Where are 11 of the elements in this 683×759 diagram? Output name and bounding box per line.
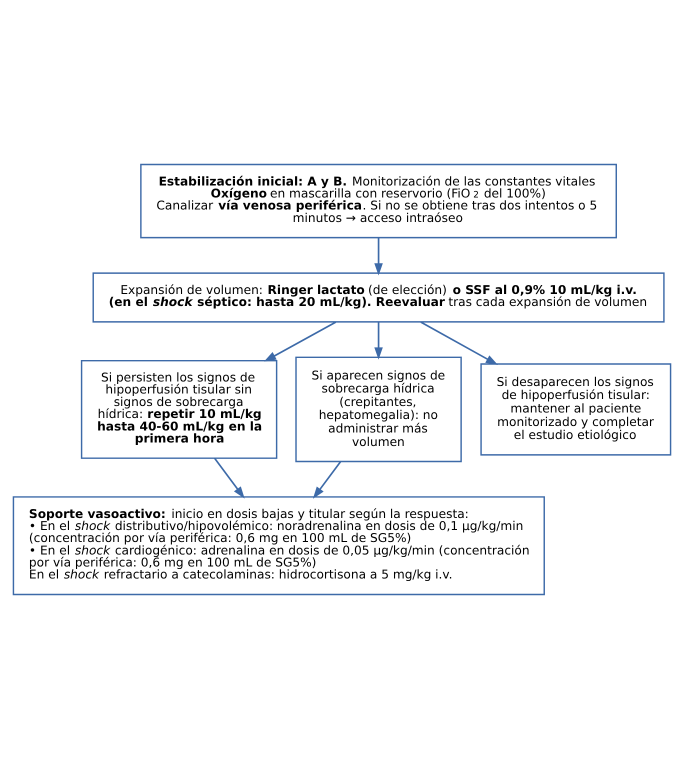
- node-box: Soporte vasoactivo: inicio en dosis bajas y titular según la respuesta: • En el shock distributivo/hipovolémico: noradrenalina en dosis de 0,1 µg/kg/min (concentración por vía periférica: 0,6 mg en 100 mL de SG5%) • En el shock cardiogénico: adrenalina en dosis de 0,05 µg/kg/min (concentración por vía periférica: 0,6 mg en 100 mL de SG5%) En el shock refractario a catecolaminas: hidrocortisona a 5 mg/kg i.v.: [12, 496, 544, 596]
- node-box: Si aparecen signos de sobrecarga hídrica (crepitantes, hepatomegalia): no administrar más volumen: [294, 356, 462, 462]
- arrow: [374, 238, 382, 276]
- arrow: [374, 322, 382, 360]
- node-box: Si desaparecen los signos de hipoperfusión tisular: mantener al paciente monitorizado y completar el estudio etiológico: [480, 363, 671, 456]
- arrow: [263, 321, 336, 362]
- node-box: Si persisten los signos de hipoperfusión tisular sin signos de sobrecarga hídrica: repetir 10 mL/kg hasta 40-60 mL/kg en la primera hora: [80, 360, 277, 459]
- arrow: [213, 458, 244, 499]
- arrow: [312, 461, 341, 499]
- arrow: [420, 321, 498, 366]
- node-box: Expansión de volumen: Ringer lactato (de elección) o SSF al 0,9% 10 mL/kg i.v. (en el shock séptico: hasta 20 mL/kg). Reevaluar tras cada expansión de volumen: [92, 272, 664, 323]
